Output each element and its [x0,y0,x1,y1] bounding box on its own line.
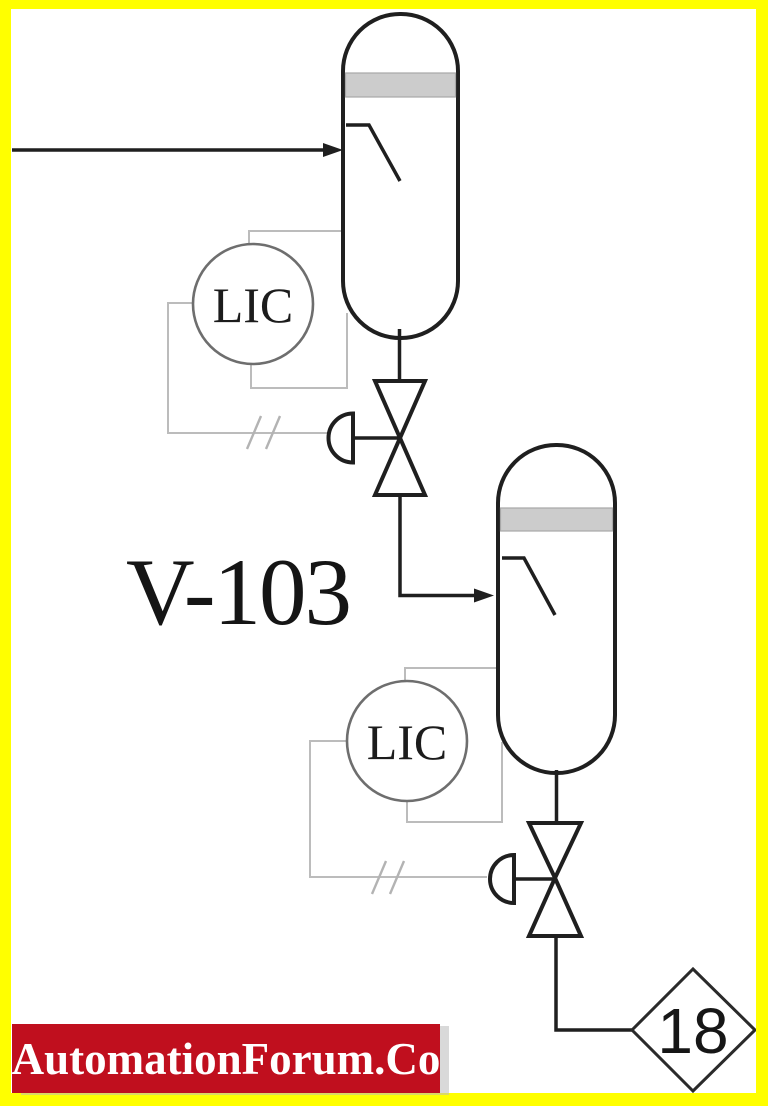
vessel-2-demister-pad [499,507,614,532]
watermark-text: AutomationForum.Co [11,1033,441,1084]
lic2-instrument-bubble [345,679,469,803]
lic1-upper-tap-line [248,230,343,246]
valve-2-diaphragm-actuator [488,852,516,906]
lic2-upper-tap-line [404,667,498,683]
lic2-signal-lines [309,667,503,895]
transfer-line [398,495,478,598]
lic1-output-signal-line [167,302,331,434]
lic2-pneumatic-slash-1 [370,860,388,895]
watermark-banner: AutomationForum.Co [12,1024,440,1093]
control-valve-2-lower-triangle [525,873,585,938]
vessel-1-shell [341,12,460,340]
lic2-lower-tap-line [406,742,503,823]
lic2-pneumatic-slash-2 [388,860,406,895]
lic1-pneumatic-slash-2 [264,415,282,450]
stream-number-label: 18 [657,995,728,1067]
lic1-pneumatic-slash-1 [245,415,263,450]
stream-connector-diamond [629,966,758,1094]
control-valve-1-upper-triangle [371,379,429,443]
control-valve-1-lower-triangle [371,433,429,497]
vessel-1-inlet-deflector [346,123,402,182]
equipment-tag-label: V-103 [126,539,350,645]
valve-1-diaphragm-actuator [326,411,355,465]
lic1-tag-label: LIC [213,277,294,333]
vessel-2-inlet-deflector [502,556,557,616]
outlet-line-to-stream-18 [554,936,634,1032]
vessel-1-demister-pad [344,72,457,98]
vessel-2-shell [496,443,617,775]
transfer-arrowhead [474,588,494,603]
lic1-lower-tap-line [250,313,348,389]
lic2-tag-label: LIC [367,714,448,770]
control-valve-2-upper-triangle [525,821,585,883]
lic1-instrument-bubble [191,242,315,366]
lic1-signal-lines [167,230,348,450]
feed-arrowhead [323,143,343,157]
